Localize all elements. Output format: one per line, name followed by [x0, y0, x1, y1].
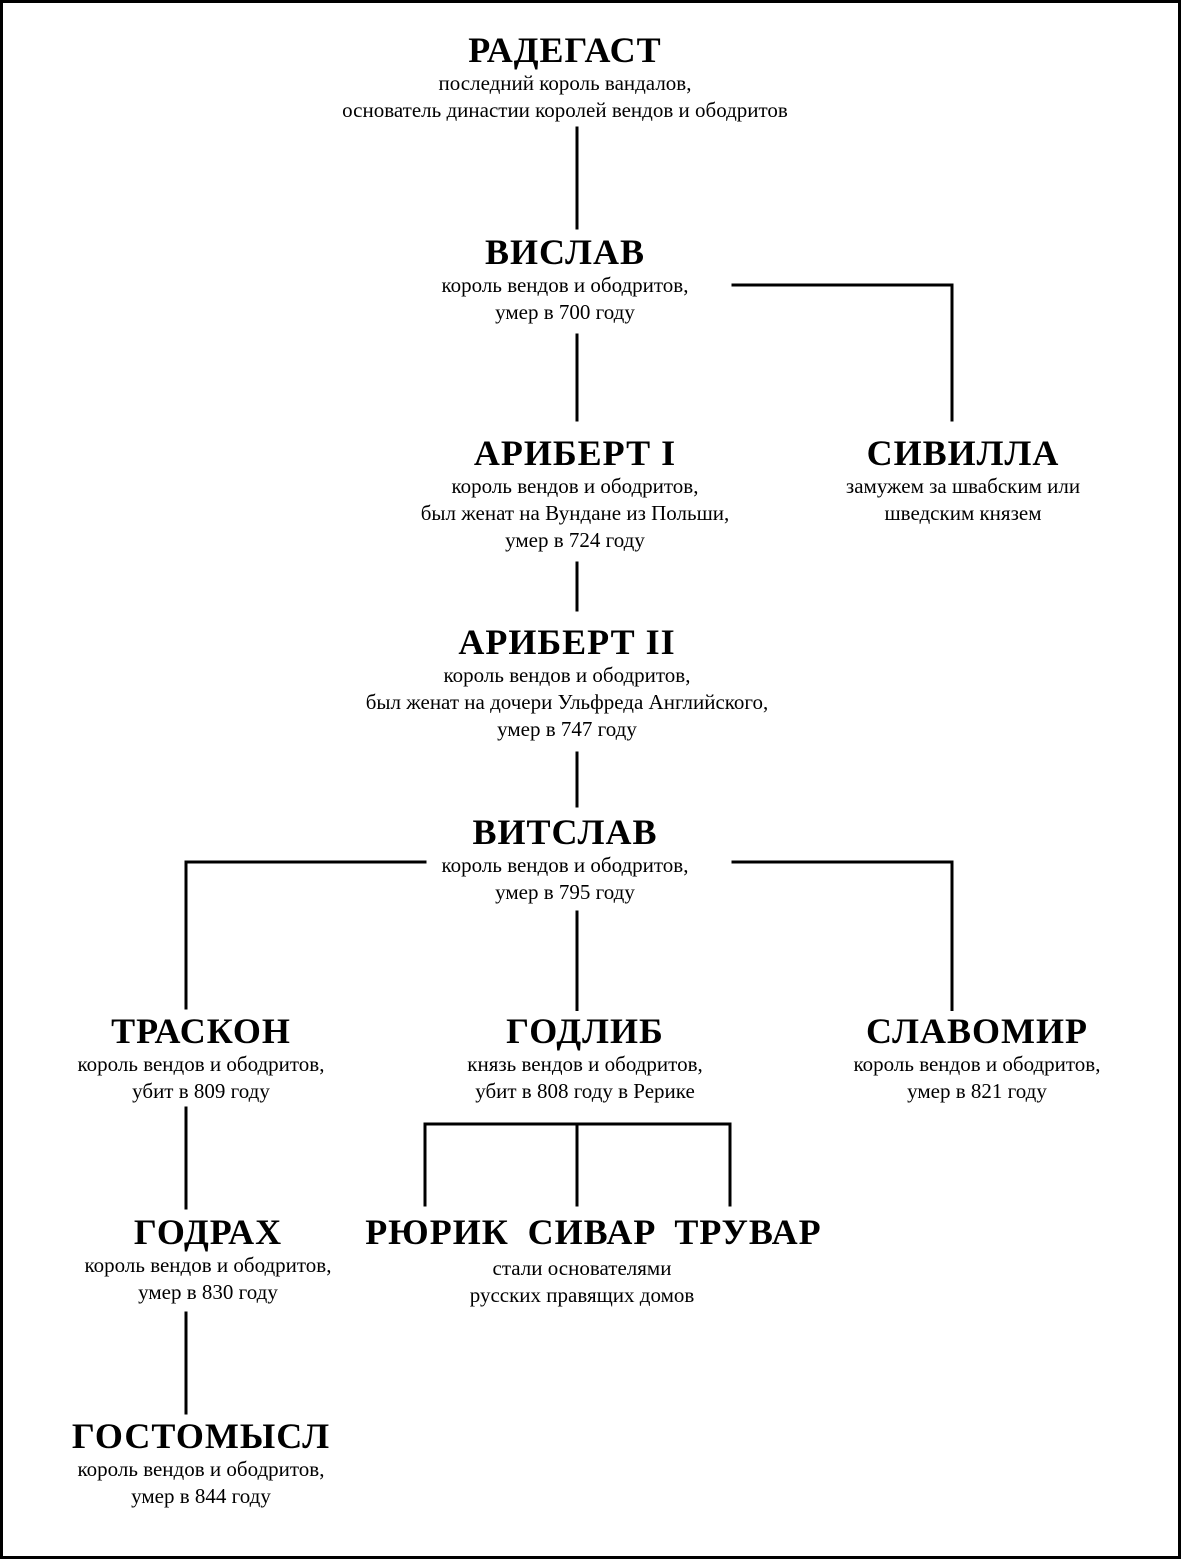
description-line: умер в 830 году [138, 1280, 278, 1304]
description-line: шведским князем [884, 501, 1042, 525]
node-description: король вендов и ободритов, умер в 844 го… [72, 1456, 330, 1510]
node-description: стали основателями русских правящих домо… [470, 1255, 695, 1309]
node-aribert1: АРИБЕРТ I король вендов и ободритов, был… [420, 433, 730, 554]
node-name: СИВАР [527, 1212, 657, 1252]
description-line: стали основателями [492, 1256, 672, 1280]
description-line: был женат на дочери Ульфреда Английского… [365, 690, 769, 714]
description-line: умер в 700 году [495, 300, 635, 324]
node-sivar: СИВАР [527, 1212, 657, 1252]
node-description: король вендов и ободритов, был женат на … [421, 473, 730, 554]
node-name: ТРУВАР [674, 1212, 822, 1252]
description-line: князь вендов и ободритов, [467, 1052, 703, 1076]
node-godlib: ГОДЛИБ князь вендов и ободритов, убит в … [467, 1011, 703, 1105]
description-line: король вендов и ободритов, [441, 273, 689, 297]
description-line: король вендов и ободритов, [77, 1457, 325, 1481]
description-line: убит в 809 году [132, 1079, 270, 1103]
node-truvar: ТРУВАР [674, 1212, 822, 1252]
description-line: последний король вандалов, [438, 71, 692, 95]
description-line: умер в 844 году [131, 1484, 271, 1508]
node-slavomir: СЛАВОМИР король вендов и ободритов, умер… [853, 1011, 1101, 1105]
node-name: АРИБЕРТ II [458, 622, 676, 662]
node-name: АРИБЕРТ I [473, 433, 677, 473]
description-line: основатель династии королей вендов и обо… [342, 98, 788, 122]
description-line: замужем за швабским или [845, 474, 1081, 498]
node-description: король вендов и ободритов, умер в 830 го… [85, 1252, 332, 1306]
node-description: король вендов и ободритов, умер в 700 го… [442, 272, 689, 326]
node-name: ВИСЛАВ [485, 232, 645, 272]
description-line: король вендов и ободритов, [443, 663, 691, 687]
description-line: король вендов и ободритов, [451, 474, 699, 498]
node-name: ГОСТОМЫСЛ [71, 1416, 331, 1456]
node-name: РАДЕГАСТ [468, 30, 662, 70]
node-name: ГОДРАХ [133, 1212, 283, 1252]
node-description: замужем за швабским или шведским князем [846, 473, 1080, 527]
node-radegast: РАДЕГАСТ последний король вандалов, осно… [342, 30, 788, 124]
description-line: был женат на Вундане из Польши, [420, 501, 730, 525]
description-line: умер в 821 году [907, 1079, 1047, 1103]
node-description: король вендов и ободритов, убит в 809 го… [78, 1051, 325, 1105]
description-line: убит в 808 году в Рерике [475, 1079, 695, 1103]
node-name: ТРАСКОН [111, 1011, 291, 1051]
node-name: СИВИЛЛА [866, 433, 1060, 473]
description-line: умер в 747 году [497, 717, 637, 741]
description-line: король вендов и ободритов, [84, 1253, 332, 1277]
description-line: король вендов и ободритов, [77, 1052, 325, 1076]
description-line: умер в 724 году [505, 528, 645, 552]
description-line: король вендов и ободритов, [441, 853, 689, 877]
node-ryurik: РЮРИК [365, 1212, 509, 1252]
node-vislav: ВИСЛАВ король вендов и ободритов, умер в… [441, 232, 689, 326]
description-line: русских правящих домов [469, 1283, 695, 1307]
node-sivilla: СИВИЛЛА замужем за швабским или шведским… [845, 433, 1081, 527]
node-gostomysl: ГОСТОМЫСЛ король вендов и ободритов, уме… [71, 1416, 331, 1510]
node-name: ВИТСЛАВ [472, 812, 658, 852]
node-description: последний король вандалов, основатель ди… [342, 70, 788, 124]
node-traskon: ТРАСКОН король вендов и ободритов, убит … [77, 1011, 325, 1105]
node-name: ГОДЛИБ [506, 1011, 664, 1051]
sons-caption: стали основателями русских правящих домо… [469, 1255, 695, 1309]
node-name: СЛАВОМИР [866, 1011, 1088, 1051]
node-description: король вендов и ободритов, был женат на … [366, 662, 769, 743]
description-line: умер в 795 году [495, 880, 635, 904]
node-description: князь вендов и ободритов, убит в 808 год… [467, 1051, 702, 1105]
node-description: король вендов и ободритов, умер в 821 го… [854, 1051, 1101, 1105]
description-line: король вендов и ободритов, [853, 1052, 1101, 1076]
node-vitslav: ВИТСЛАВ король вендов и ободритов, умер … [441, 812, 689, 906]
node-aribert2: АРИБЕРТ II король вендов и ободритов, бы… [365, 622, 769, 743]
node-name: РЮРИК [365, 1212, 509, 1252]
node-description: король вендов и ободритов, умер в 795 го… [442, 852, 689, 906]
node-godrakh: ГОДРАХ король вендов и ободритов, умер в… [84, 1212, 332, 1306]
